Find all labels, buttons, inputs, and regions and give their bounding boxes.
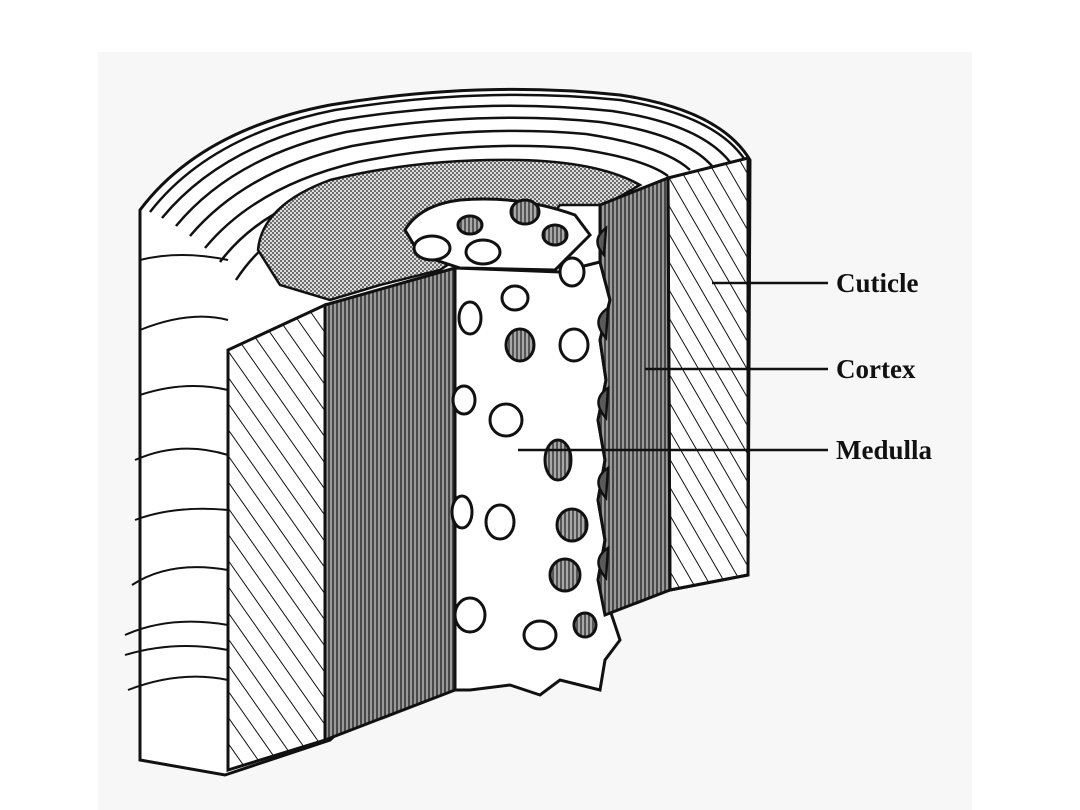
cortex-bumps (596, 225, 610, 582)
cortex-cut-face-left (226, 302, 327, 773)
cortex-band-left (323, 266, 457, 743)
medulla-top (403, 197, 592, 272)
cortex-label: Cortex (836, 354, 916, 384)
cuticle-label: Cuticle (836, 268, 918, 298)
medulla-label: Medulla (836, 435, 933, 465)
cuticle-cut-face-right (666, 156, 750, 592)
leader-lines (518, 281, 828, 452)
medulla-cells (412, 198, 598, 651)
cuticle-scale-lines (124, 254, 229, 691)
